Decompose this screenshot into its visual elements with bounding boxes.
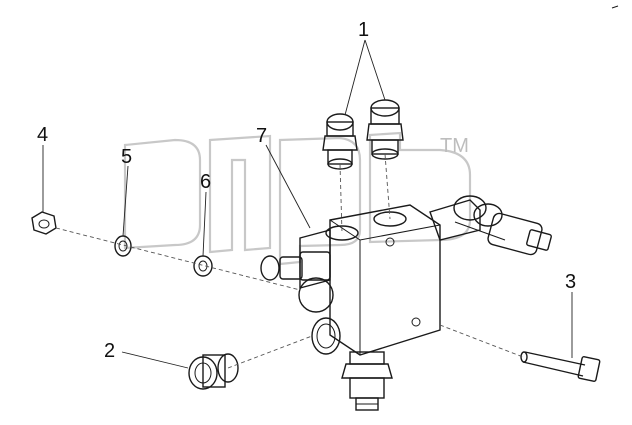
corner-mark xyxy=(611,5,619,9)
callout-3: 3 xyxy=(565,271,576,293)
bottom-cartridge xyxy=(341,351,393,411)
callout-7: 7 xyxy=(256,125,267,147)
callout-6: 6 xyxy=(200,171,211,193)
hex-nut xyxy=(31,211,57,235)
fitting-pair xyxy=(322,99,404,170)
assembly-lines xyxy=(55,153,524,369)
bolt xyxy=(520,351,601,382)
callout-2: 2 xyxy=(104,340,115,362)
solenoid-valve xyxy=(429,195,552,256)
fitting-single xyxy=(188,353,239,390)
washers xyxy=(114,235,213,277)
leader-lines xyxy=(42,39,573,369)
callout-4: 4 xyxy=(37,124,48,146)
side-valve xyxy=(260,251,331,281)
callouts: 1 2 3 4 5 6 7 xyxy=(37,19,576,362)
callout-5: 5 xyxy=(121,146,132,168)
watermark-logo: TM xyxy=(123,131,472,266)
callout-1: 1 xyxy=(358,19,369,41)
watermark-tm: TM xyxy=(440,135,469,157)
